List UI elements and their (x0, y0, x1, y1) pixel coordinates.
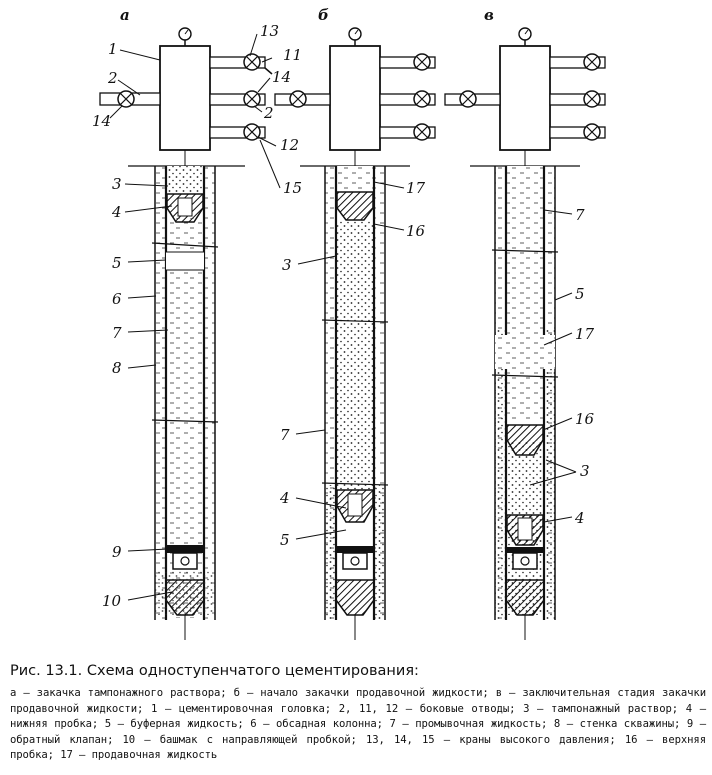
callout-label: 5 (280, 531, 290, 549)
callout-label: 17 (406, 179, 426, 197)
callout-label: 5 (112, 254, 122, 272)
caption-title: Рис. 13.1. Схема одноступенчатого цемент… (10, 663, 419, 679)
callout-label: 3 (580, 462, 590, 480)
callout-label: 7 (280, 426, 290, 444)
callout-label: 16 (406, 222, 426, 240)
callout-label: 10 (102, 592, 122, 610)
callout-label: 4 (111, 203, 122, 221)
callout-label: 2 (107, 69, 118, 87)
callout-label: 11 (283, 46, 302, 64)
cementing-diagram: а б в 1 2 14 13 11 14 2 12 15 3 4 5 6 7 … (92, 6, 606, 640)
callout-label: 15 (283, 179, 302, 197)
callout-label: 12 (280, 136, 299, 154)
caption-legend: а — закачка тампонажного раствора; б — н… (10, 687, 706, 761)
callout-label: 6 (112, 290, 122, 308)
callout-label: 2 (263, 104, 274, 122)
callout-label: 13 (260, 22, 279, 40)
leader-lines (109, 33, 577, 601)
panel-b (274, 27, 436, 640)
callout-label: 14 (92, 112, 111, 130)
callout-label: 8 (112, 359, 122, 377)
panel-letter-v: в (484, 6, 494, 24)
callout-label: 17 (575, 325, 595, 343)
callout-label: 4 (279, 489, 290, 507)
callout-label: 9 (112, 543, 122, 561)
callout-label: 1 (108, 40, 118, 58)
callout-label: 3 (282, 256, 292, 274)
panel-letter-a: а (120, 6, 130, 24)
callout-label: 5 (575, 285, 585, 303)
panel-letter-b: б (318, 6, 329, 24)
panel-a (99, 27, 273, 640)
callout-label: 14 (272, 68, 291, 86)
callout-label: 7 (575, 206, 585, 224)
callout-label: 16 (575, 410, 595, 428)
panel-v (444, 27, 606, 640)
callout-label: 3 (112, 175, 122, 193)
callout-label: 7 (112, 324, 122, 342)
callout-label: 4 (574, 509, 585, 527)
